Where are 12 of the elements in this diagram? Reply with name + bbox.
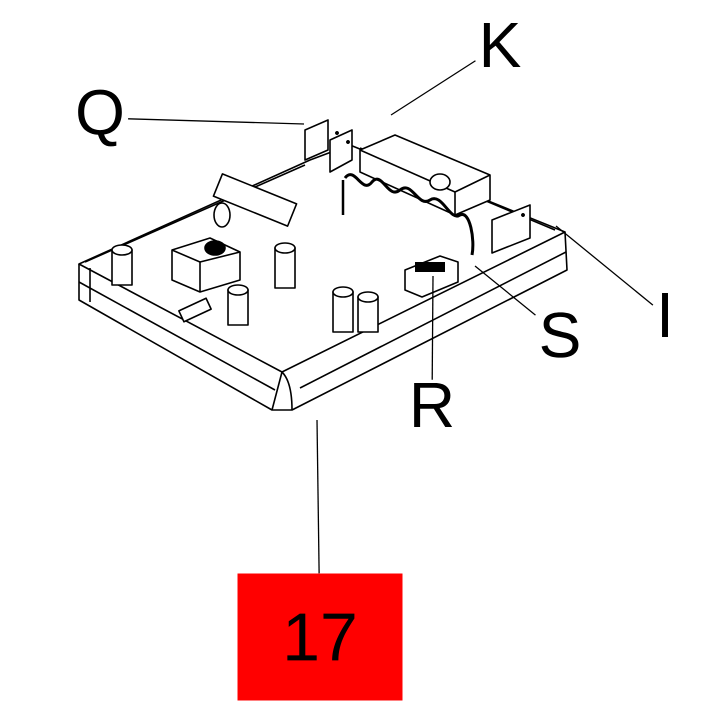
callout-letter: K (484, 22, 521, 68)
callout-letter: R (414, 382, 452, 428)
leader-line (474, 266, 536, 316)
callout-letter: S (542, 312, 578, 358)
leader-line (556, 226, 654, 306)
leader-line (128, 118, 304, 125)
leader-line (316, 420, 320, 574)
callout-letter: I (662, 292, 668, 338)
callout-box: 17 (238, 574, 402, 700)
leader-line (390, 60, 476, 116)
callout-letter: Q (78, 90, 122, 146)
leader-line (432, 276, 434, 380)
